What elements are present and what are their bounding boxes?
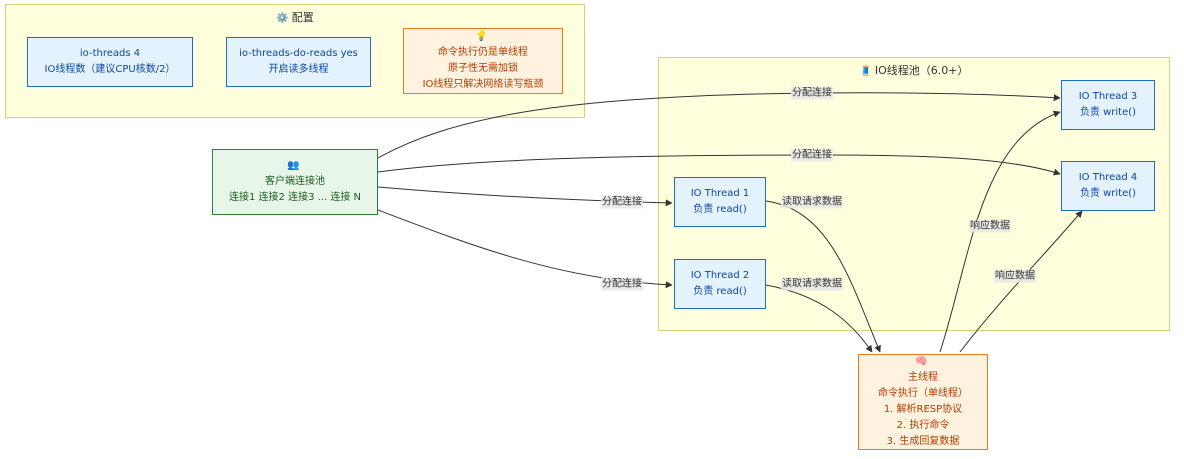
io-thread-1-line2: 负责 read() [693, 204, 747, 215]
thread-icon: 🧵 [859, 66, 872, 77]
do-reads-node-line2: 开启读多线程 [268, 64, 329, 75]
edge-clients-io3 [377, 92, 1061, 159]
io-threads-node: io-threads 4 IO线程数（建议CPU核数/2） [27, 37, 193, 87]
edge-label-read-io1: 读取请求数据 [781, 195, 843, 209]
users-icon: 👥 [287, 160, 300, 171]
client-pool-node: 👥 客户端连接池 连接1 连接2 连接3 ... 连接 N [212, 149, 378, 215]
note-node-line2: 原子性无需加锁 [448, 63, 518, 74]
io-thread-2-node: IO Thread 2 负责 read() [674, 259, 766, 309]
config-cluster-title: ⚙️配置 [6, 9, 584, 25]
io-thread-1-line1: IO Thread 1 [690, 188, 750, 199]
io-threads-node-line1: io-threads 4 [79, 48, 141, 59]
edge-main-io3 [939, 110, 1061, 353]
note-node-line1-text: 命令执行仍是单线程 [438, 47, 528, 58]
io-pool-cluster-title: 🧵IO线程池（6.0+） [659, 62, 1169, 78]
main-thread-line5: 3. 生成回复数据 [886, 436, 960, 447]
io-pool-cluster-title-text: IO线程池（6.0+） [874, 64, 969, 77]
io-thread-3-line1: IO Thread 3 [1078, 91, 1138, 102]
io-threads-node-line2: IO线程数（建议CPU核数/2） [44, 64, 176, 75]
note-node-line1: 💡 命令执行仍是单线程 [438, 29, 528, 61]
client-pool-node-line2: 连接1 连接2 连接3 ... 连接 N [229, 192, 361, 203]
io-thread-2-line1: IO Thread 2 [690, 270, 750, 281]
main-thread-line4: 2. 执行命令 [896, 420, 950, 431]
edge-io2-main [765, 284, 873, 353]
main-thread-line2: 命令执行（单线程） [878, 388, 968, 399]
client-pool-node-line1: 👥 客户端连接池 [265, 158, 325, 190]
main-thread-line3: 1. 解析RESP协议 [883, 404, 963, 415]
io-thread-4-line2: 负责 write() [1079, 188, 1137, 199]
io-thread-3-line2: 负责 write() [1079, 107, 1137, 118]
edge-io1-main [765, 200, 881, 353]
edge-label-assign-io1: 分配连接 [601, 195, 643, 209]
main-thread-line1: 🧠 主线程 [908, 354, 938, 386]
edge-clients-io2 [377, 209, 673, 289]
edge-label-assign-io4: 分配连接 [791, 148, 833, 162]
edge-label-assign-io3: 分配连接 [791, 86, 833, 100]
brain-icon: 🧠 [915, 356, 928, 367]
config-cluster-title-text: 配置 [291, 11, 314, 24]
io-thread-4-node: IO Thread 4 负责 write() [1061, 161, 1155, 211]
io-thread-1-node: IO Thread 1 负责 read() [674, 177, 766, 227]
io-thread-2-line2: 负责 read() [693, 286, 747, 297]
note-node-line3: IO线程只解决网络读写瓶颈 [422, 79, 544, 90]
edge-label-respond-io4: 响应数据 [994, 269, 1036, 283]
client-pool-node-line1-text: 客户端连接池 [265, 176, 325, 187]
io-threads-do-reads-node: io-threads-do-reads yes 开启读多线程 [226, 37, 371, 87]
edge-label-assign-io2: 分配连接 [601, 277, 643, 291]
do-reads-node-line1: io-threads-do-reads yes [239, 48, 358, 59]
io-thread-4-line1: IO Thread 4 [1078, 172, 1138, 183]
edge-label-read-io2: 读取请求数据 [781, 277, 843, 291]
io-thread-3-node: IO Thread 3 负责 write() [1061, 80, 1155, 130]
edge-clients-io4 [377, 154, 1061, 176]
main-thread-line1-text: 主线程 [908, 372, 938, 383]
lightbulb-icon: 💡 [475, 31, 488, 42]
main-thread-node: 🧠 主线程 命令执行（单线程） 1. 解析RESP协议 2. 执行命令 3. 生成… [858, 354, 988, 450]
edge-label-respond-io3: 响应数据 [969, 219, 1011, 233]
gear-icon: ⚙️ [276, 13, 289, 24]
single-thread-note-node: 💡 命令执行仍是单线程 原子性无需加锁 IO线程只解决网络读写瓶颈 [403, 28, 563, 94]
